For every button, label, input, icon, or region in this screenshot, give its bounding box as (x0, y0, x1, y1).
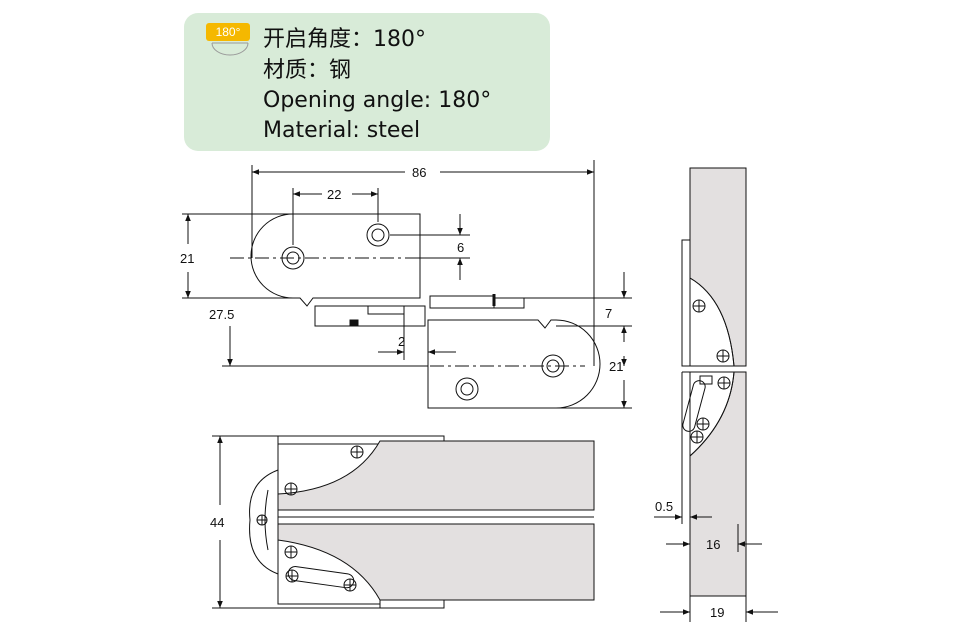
dim-21-right: 21 (609, 359, 623, 374)
dim-2: 2 (398, 334, 405, 349)
front-upper-leaf (277, 440, 595, 511)
opening-angle-badge: 180° (206, 23, 254, 57)
link-plate (314, 305, 426, 327)
front-view (212, 435, 595, 609)
spec-line-material-en: Material: steel (263, 118, 421, 143)
dim-16: 16 (706, 537, 720, 552)
spec-line-opening-angle-en: Opening angle: 180° (263, 88, 492, 113)
dim-27-5: 27.5 (209, 307, 234, 322)
screw-holes (281, 223, 565, 401)
dim-86: 86 (412, 165, 426, 180)
dim-19: 19 (710, 605, 724, 620)
dim-6: 6 (457, 240, 464, 255)
dim-21-left: 21 (180, 251, 194, 266)
side-upper-leaf (689, 167, 747, 367)
badge-label: 180° (206, 23, 250, 41)
angle-arc-icon (211, 42, 249, 56)
dim-0-5: 0.5 (655, 499, 673, 514)
right-leaf-outline (427, 319, 601, 409)
spec-line-opening-angle-cn: 开启角度：180° (263, 27, 426, 52)
spec-panel: 180° 开启角度：180° 材质：钢 Opening angle: 180° … (184, 13, 550, 151)
dim-44: 44 (210, 515, 224, 530)
dim-22: 22 (327, 187, 341, 202)
dim-7: 7 (605, 306, 612, 321)
left-leaf-outline (250, 213, 421, 307)
front-lower-leaf (277, 523, 595, 601)
spec-line-material-cn: 材质：钢 (263, 58, 352, 83)
side-lower-leaf (689, 371, 747, 597)
top-view (182, 160, 632, 409)
side-view (654, 167, 778, 622)
